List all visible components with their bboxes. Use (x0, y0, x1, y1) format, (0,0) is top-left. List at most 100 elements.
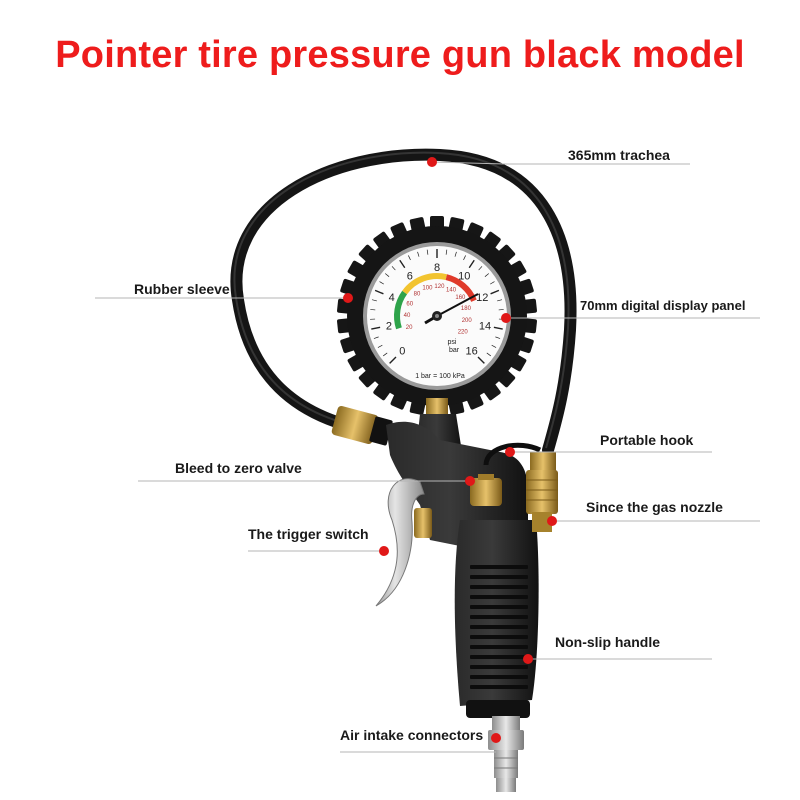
label-air-intake: Air intake connectors (340, 727, 483, 743)
psi-tick-label: 220 (458, 329, 469, 335)
callout-markers (343, 157, 557, 743)
bar-tick (484, 273, 490, 277)
bar-tick (491, 344, 497, 348)
bar-tick-label: 4 (389, 292, 395, 304)
marker-trachea (427, 157, 437, 167)
grip-rib (470, 665, 528, 669)
marker-gas-nozzle (547, 516, 557, 526)
bar-tick-label: 8 (434, 262, 440, 274)
bar-tick (377, 344, 383, 348)
grip-rib (470, 605, 528, 609)
bar-tick-label: 6 (407, 270, 413, 282)
bar-tick-label: 0 (399, 346, 405, 358)
label-portable-hook: Portable hook (600, 432, 694, 448)
bar-tick (379, 281, 385, 285)
bar-tick (408, 255, 411, 261)
bar-tick (486, 352, 492, 357)
grip-rib (470, 585, 528, 589)
marker-display-panel (501, 313, 511, 323)
label-handle: Non-slip handle (555, 634, 660, 650)
bleed-valve[interactable] (470, 474, 502, 506)
bar-tick (417, 251, 420, 257)
callout-labels: 365mm trachea Rubber sleeve 70mm digital… (134, 147, 745, 743)
bar-tick (468, 259, 475, 269)
bar-tick-label: 12 (476, 292, 488, 304)
label-gas-nozzle: Since the gas nozzle (586, 499, 723, 515)
bar-tick (384, 273, 390, 277)
grip-rib (470, 675, 528, 679)
bar-tick-label: 10 (458, 270, 470, 282)
bar-unit-label: bar (449, 347, 460, 354)
grip-rib (470, 645, 528, 649)
gun-body (386, 414, 539, 718)
grip-rib (470, 655, 528, 659)
bar-tick (373, 336, 379, 339)
psi-tick-label: 120 (434, 284, 445, 290)
label-trigger-switch: The trigger switch (248, 526, 369, 542)
gas-nozzle (526, 452, 558, 532)
portable-hook (483, 442, 542, 466)
gauge-needle (436, 293, 479, 317)
bar-scale: 0 2 46 8 10 12 14 16 (370, 249, 504, 364)
grip-rib (470, 595, 528, 599)
bar-tick (478, 266, 483, 271)
bar-tick (371, 326, 381, 330)
psi-tick-label: 140 (446, 287, 457, 293)
psi-tick-label: 80 (414, 292, 421, 298)
callout-leaders (95, 161, 760, 753)
label-rubber-sleeve: Rubber sleeve (134, 281, 230, 297)
psi-unit-label: psi (448, 339, 457, 346)
label-display-panel: 70mm digital display panel (580, 298, 745, 313)
grip-rib (470, 635, 528, 639)
bar-tick (490, 289, 500, 295)
bar-tick (445, 249, 448, 255)
hose-fitting-left (331, 405, 393, 446)
marker-air-intake (491, 733, 501, 743)
marker-bleed-valve (465, 476, 475, 486)
trigger-switch[interactable] (375, 478, 425, 607)
bar-tick (426, 249, 429, 255)
grip-rib (470, 575, 528, 579)
grip-rib (470, 565, 528, 569)
bar-tick-label: 2 (386, 321, 392, 333)
conversion-label: 1 bar = 100 kPa (415, 373, 465, 380)
bar-tick (391, 266, 396, 271)
marker-portable-hook (505, 447, 515, 457)
bar-tick (489, 281, 495, 285)
bar-tick (374, 289, 384, 295)
psi-tick-label: 40 (404, 313, 411, 319)
grip-rib (470, 615, 528, 619)
bar-tick (399, 259, 406, 269)
handle-grip-ribs (470, 565, 528, 689)
bar-tick (463, 255, 466, 261)
marker-rubber-sleeve (343, 293, 353, 303)
psi-tick-label: 20 (406, 325, 413, 331)
hose (230, 148, 577, 456)
bar-tick (497, 299, 503, 302)
psi-tick-label: 200 (462, 318, 473, 324)
bar-tick-label: 14 (479, 321, 491, 333)
psi-tick-label: 160 (455, 295, 466, 301)
page-title: Pointer tire pressure gun black model (55, 34, 745, 76)
bar-tick (495, 336, 501, 339)
psi-tick-label: 60 (406, 301, 413, 307)
bar-tick-label: 16 (466, 346, 478, 358)
grip-rib (470, 685, 528, 689)
bar-tick (389, 356, 397, 364)
bar-tick (382, 352, 388, 357)
psi-tick-label: 180 (461, 306, 472, 312)
psi-tick-label: 100 (422, 286, 433, 292)
bar-tick (454, 251, 457, 257)
label-bleed-valve: Bleed to zero valve (175, 460, 302, 476)
marker-trigger-switch (379, 546, 389, 556)
grip-rib (470, 625, 528, 629)
bar-tick (371, 299, 377, 302)
label-trachea: 365mm trachea (568, 147, 670, 163)
bar-tick (493, 326, 503, 330)
bar-tick (477, 356, 485, 364)
marker-handle (523, 654, 533, 664)
air-intake-connector (488, 716, 524, 792)
